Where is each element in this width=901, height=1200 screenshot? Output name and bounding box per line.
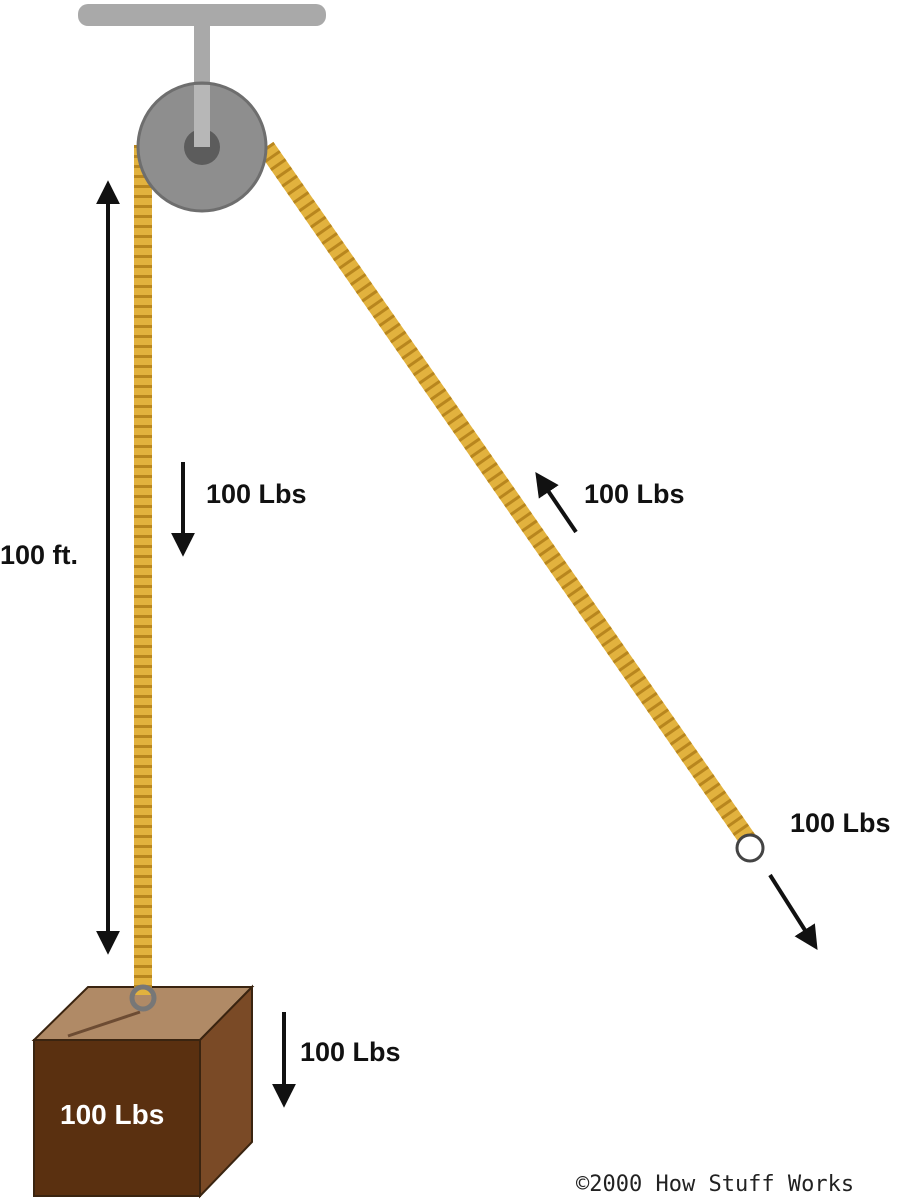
box-weight-label: 100 Lbs xyxy=(60,1099,165,1130)
ceiling-bar xyxy=(78,4,326,26)
box-force-label: 100 Lbs xyxy=(300,1037,401,1067)
box-icon xyxy=(31,984,255,1199)
left-rope-force-label: 100 Lbs xyxy=(206,479,307,509)
pull-end-force-label: 100 Lbs xyxy=(790,808,891,838)
height-label: 100 ft. xyxy=(0,540,79,570)
copyright-credit: ©2000 How Stuff Works xyxy=(576,1172,855,1197)
force-arrow-pull-end xyxy=(768,873,818,951)
box-hook-icon xyxy=(129,984,157,1012)
ring-handle-icon xyxy=(735,833,765,863)
force-arrow-right-rope xyxy=(535,472,578,534)
right-rope-force-label: 100 Lbs xyxy=(584,479,685,509)
pulley-wheel-icon xyxy=(136,81,268,213)
